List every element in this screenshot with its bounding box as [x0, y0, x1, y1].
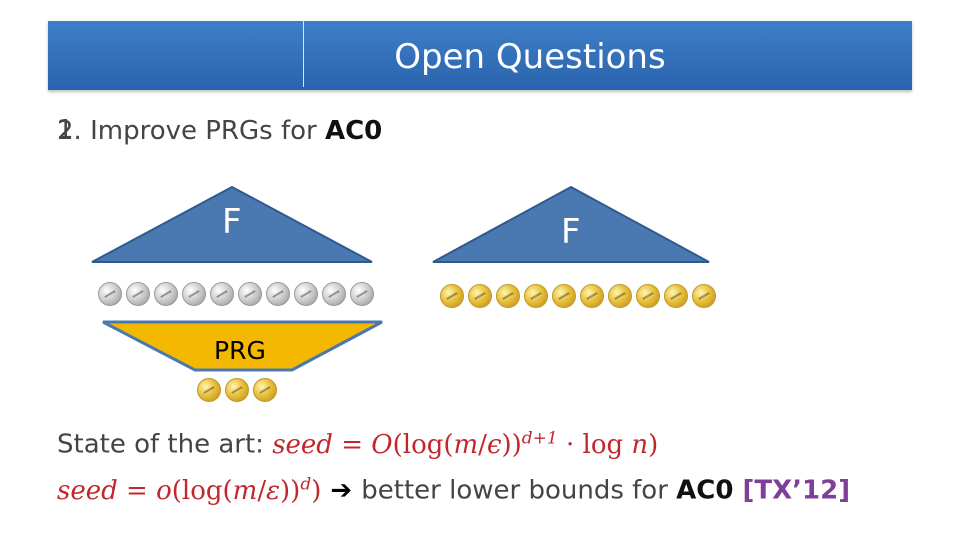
question-number: 2 [57, 116, 74, 146]
silver-coin-icon [98, 282, 122, 306]
gold-coin-icon [636, 284, 660, 308]
gold-coin-icon [253, 378, 277, 402]
silver-coin-icon [210, 282, 234, 306]
state-of-art-line: State of the art: seed = O(log(m/ϵ))d+1 … [57, 428, 658, 460]
question-number-old: 1 [57, 115, 74, 145]
prg-trapezoid [102, 320, 383, 372]
left-function-label: F [222, 202, 242, 242]
gold-coin-icon [468, 284, 492, 308]
silver-coin-icon [294, 282, 318, 306]
goal-text: better lower bounds for [361, 475, 677, 506]
left-triangle [91, 185, 373, 263]
pseudorandom-bits-row [440, 284, 716, 308]
gold-coin-icon [692, 284, 716, 308]
silver-coin-icon [266, 282, 290, 306]
title-bar: Open Questions [48, 21, 912, 90]
gold-coin-icon [664, 284, 688, 308]
gold-coin-icon [524, 284, 548, 308]
state-prefix: State of the art: [57, 429, 273, 460]
silver-coin-icon [350, 282, 374, 306]
citation: [TX’12] [733, 475, 851, 506]
gold-coin-icon [580, 284, 604, 308]
gold-coin-icon [552, 284, 576, 308]
seed-bits-row [197, 378, 277, 402]
prg-label: PRG [214, 336, 266, 365]
goal-formula: seed = o(log(m/ε))d) [57, 474, 322, 506]
gold-coin-icon [440, 284, 464, 308]
header-divider [303, 21, 304, 87]
gold-coin-icon [496, 284, 520, 308]
silver-coin-icon [154, 282, 178, 306]
gold-coin-icon [608, 284, 632, 308]
silver-coin-icon [126, 282, 150, 306]
question-bold: AC0 [324, 116, 383, 146]
gold-coin-icon [225, 378, 249, 402]
goal-line: seed = o(log(m/ε))d) ➔ better lower boun… [57, 474, 850, 506]
right-triangle [432, 185, 710, 263]
random-bits-row [98, 282, 374, 306]
silver-coin-icon [238, 282, 262, 306]
gold-coin-icon [197, 378, 221, 402]
implies-arrow-icon: ➔ [321, 475, 362, 506]
silver-coin-icon [322, 282, 346, 306]
question-text: . Improve PRGs for [73, 116, 325, 146]
right-function-label: F [561, 212, 581, 252]
silver-coin-icon [182, 282, 206, 306]
slide-title: Open Questions [394, 37, 666, 77]
goal-bold: AC0 [676, 475, 734, 506]
state-formula: seed = O(log(m/ϵ))d+1 · log n) [272, 428, 659, 460]
